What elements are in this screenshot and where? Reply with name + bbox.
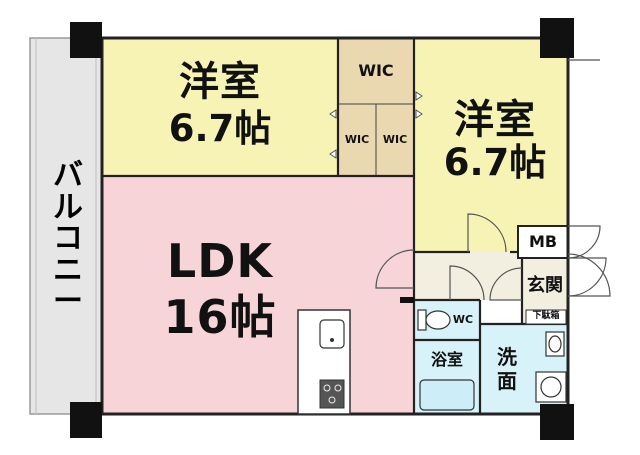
western-room-2-size: 6.7帖 bbox=[443, 141, 547, 184]
washroom-label-2: 面 bbox=[497, 369, 517, 393]
ldk-name: LDK bbox=[166, 234, 274, 288]
balcony-char-5: ー bbox=[53, 284, 83, 319]
toilet-label: WC bbox=[452, 313, 474, 326]
ldk-area bbox=[102, 176, 414, 414]
shoe-box-label: 下駄箱 bbox=[532, 311, 560, 321]
western-room-2-area bbox=[414, 38, 568, 252]
balcony-char-3: コ bbox=[53, 221, 83, 256]
wic-top-label: WIC bbox=[358, 61, 394, 80]
pillar-bottom-left bbox=[70, 402, 102, 438]
pillar-top-right bbox=[540, 18, 574, 58]
pillar-top-left bbox=[70, 22, 102, 58]
door-swings bbox=[375, 59, 611, 301]
washroom-label-1: 洗 bbox=[497, 345, 517, 369]
hall-area bbox=[414, 252, 522, 300]
balcony-char-4: ニ bbox=[53, 252, 83, 288]
kitchen-sink-icon bbox=[319, 319, 345, 349]
stove-icon bbox=[319, 379, 345, 409]
pillar-bottom-right bbox=[540, 404, 574, 440]
wic-left-label: WIC bbox=[344, 133, 370, 146]
bath-label: 浴室 bbox=[430, 350, 463, 369]
western-room-1-area bbox=[102, 38, 338, 176]
toilet-icon bbox=[417, 309, 451, 331]
balcony-char-2: ル bbox=[53, 189, 83, 225]
washing-machine-icon bbox=[535, 371, 567, 403]
western-room-1-size: 6.7帖 bbox=[168, 107, 272, 150]
bathtub-icon bbox=[419, 379, 475, 411]
ldk-size: 16帖 bbox=[163, 290, 277, 344]
balcony-char-1: バ bbox=[53, 158, 83, 193]
wic-right-label: WIC bbox=[382, 133, 408, 146]
western-room-2-name: 洋室 bbox=[454, 97, 536, 143]
western-room-1-name: 洋室 bbox=[179, 59, 261, 105]
wic-door-marks bbox=[329, 91, 423, 159]
wic-left-area bbox=[337, 103, 377, 177]
balcony-area bbox=[29, 37, 103, 415]
wash-basin-icon bbox=[545, 331, 565, 357]
mb-label: MB bbox=[528, 232, 558, 251]
entrance-label: 玄関 bbox=[527, 275, 563, 296]
balcony-label: バ ル コ ニ ー bbox=[48, 160, 88, 318]
shoe-box bbox=[525, 309, 567, 325]
interior-walls bbox=[102, 38, 568, 414]
